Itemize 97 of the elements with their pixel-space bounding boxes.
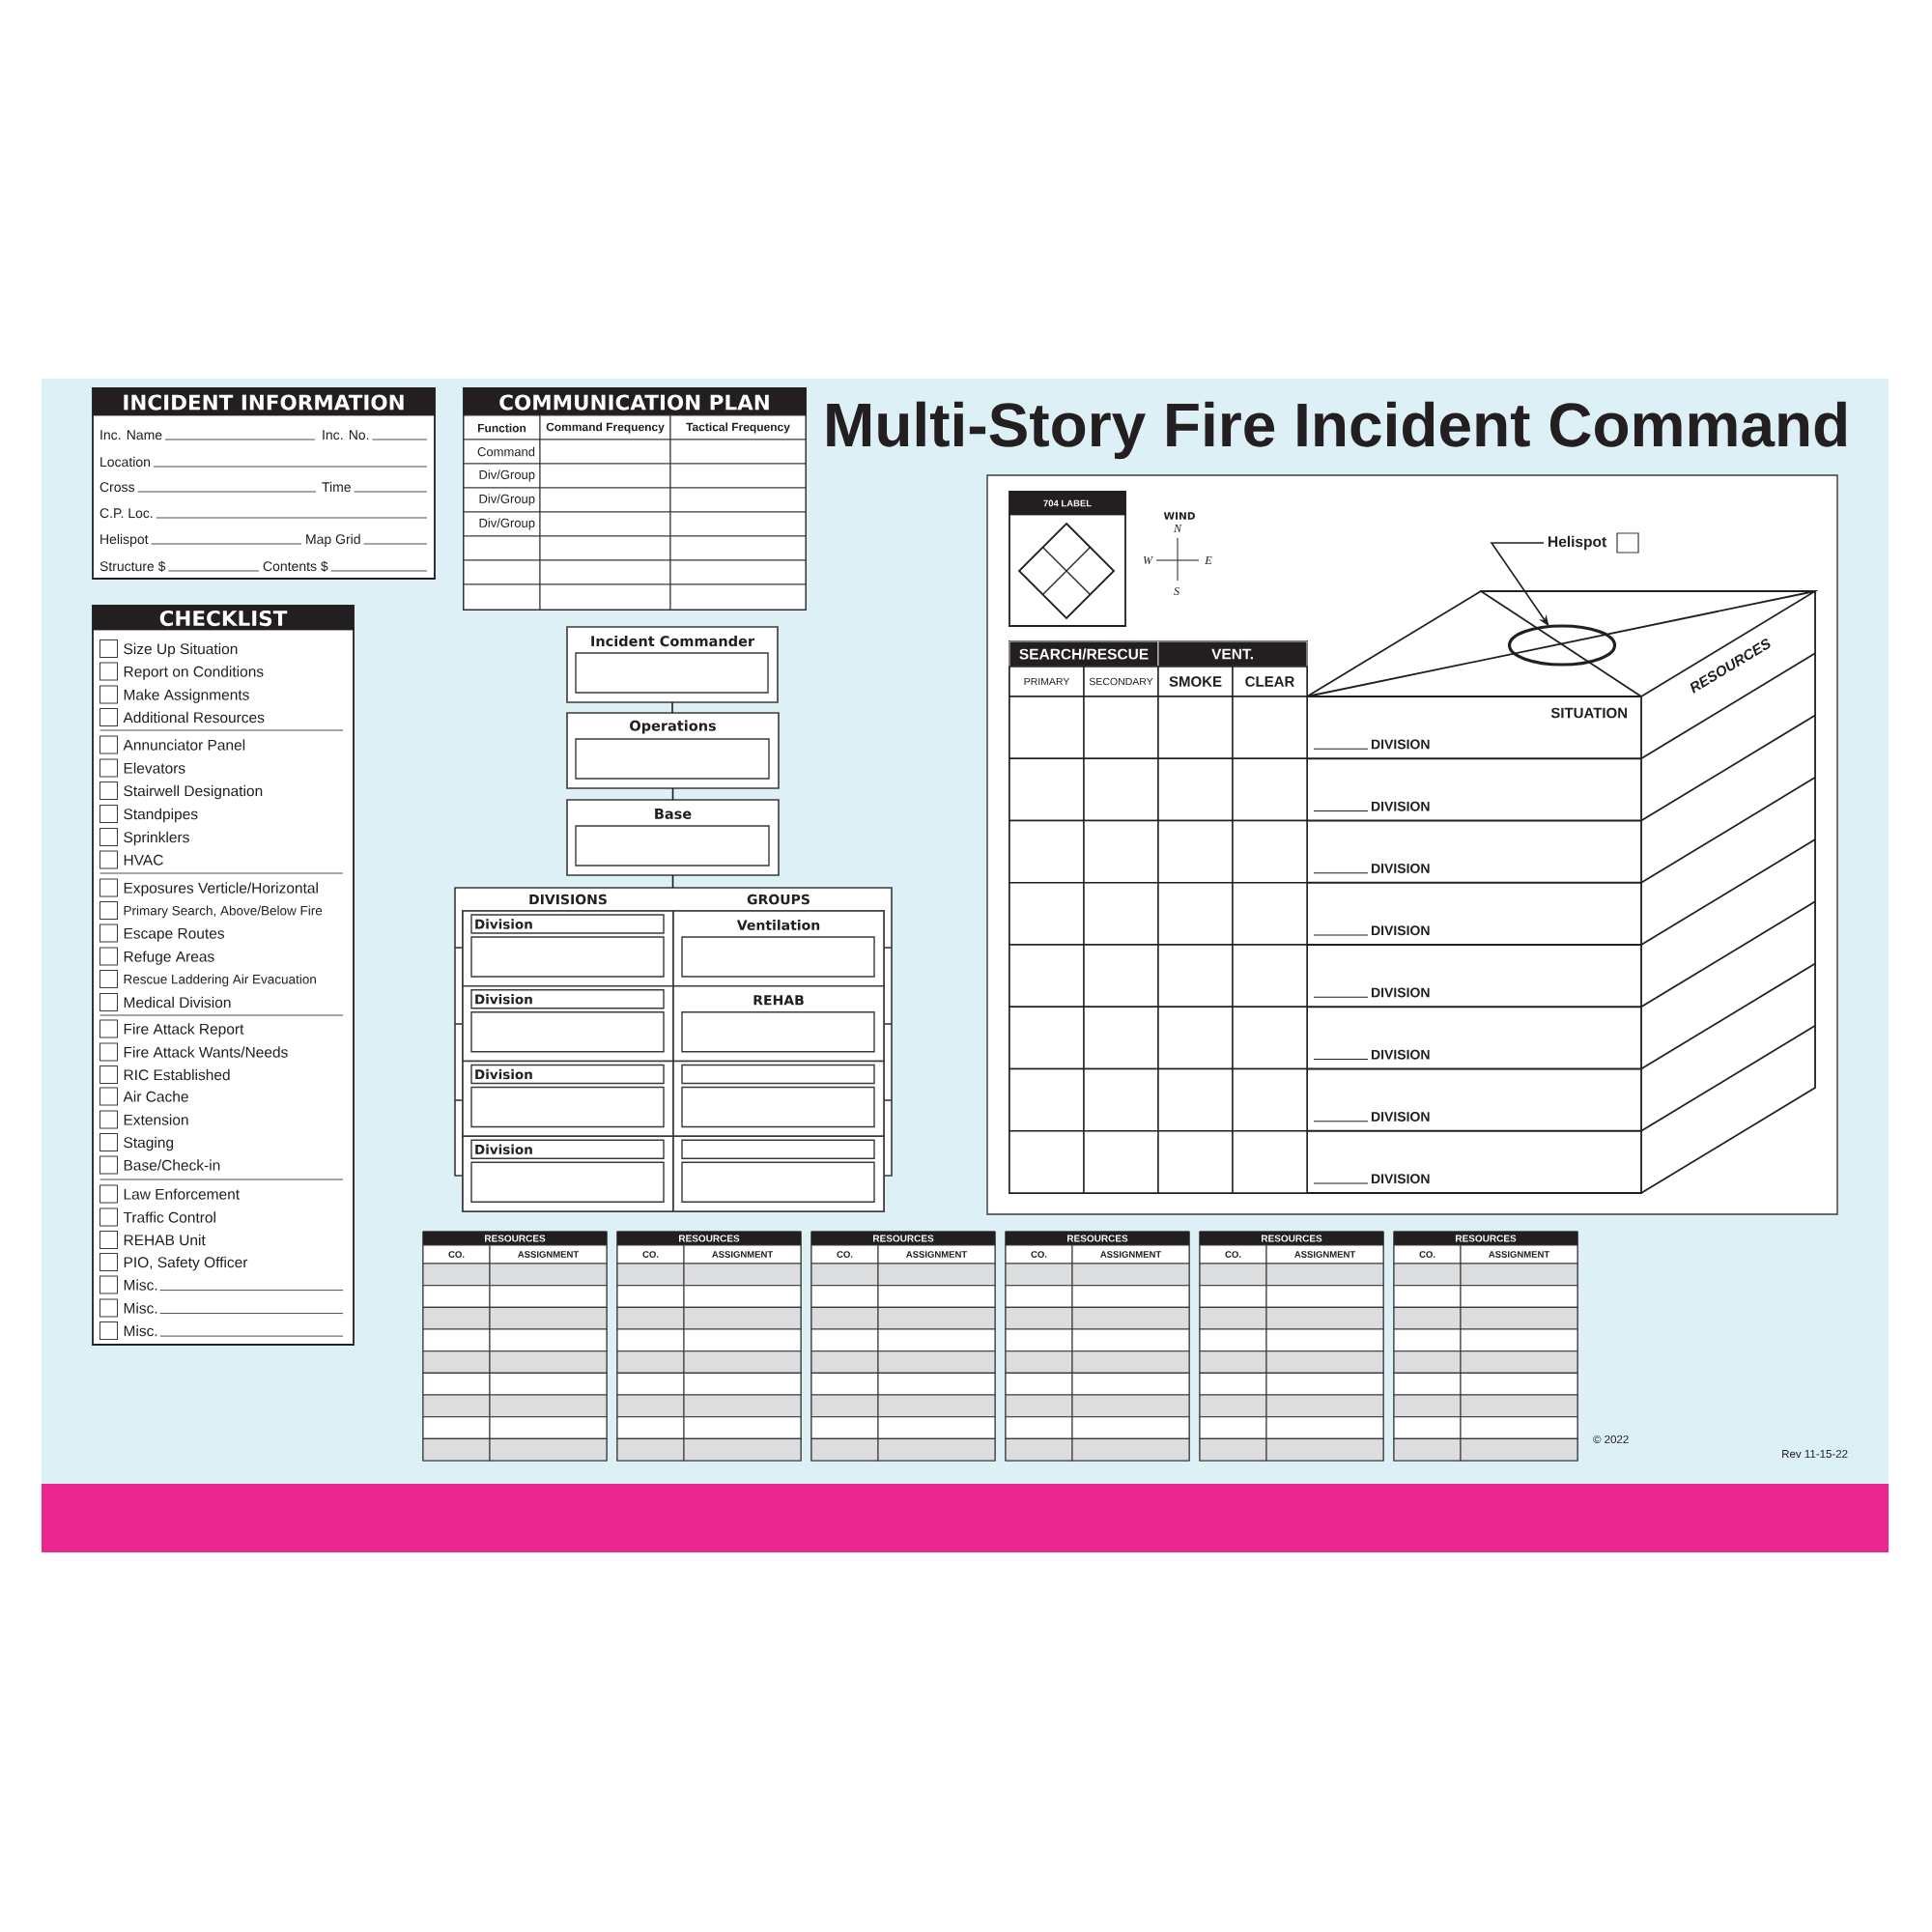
- division-field: Division: [470, 914, 665, 934]
- division-field: Division: [470, 989, 665, 1009]
- field-label: Map Grid: [306, 533, 360, 547]
- header-bar: VENT.: [1157, 640, 1308, 668]
- checklist-item: Base/Check-in: [124, 1159, 220, 1171]
- field-label: Time: [322, 481, 351, 493]
- row-label: Div/Group: [463, 463, 541, 489]
- connector-line: [671, 874, 674, 889]
- row-label: Div/Group: [463, 511, 541, 537]
- field-label: DIVISION: [1371, 1174, 1430, 1184]
- column-header: Function: [463, 414, 541, 440]
- checklist-item: Make Assignments: [124, 689, 249, 703]
- checklist-item: REHAB Unit: [124, 1234, 206, 1246]
- column-header: CLEAR: [1232, 666, 1308, 697]
- checklist-item: Medical Division: [124, 996, 231, 1009]
- field-label: Location: [100, 456, 150, 468]
- connector-line: [671, 787, 674, 801]
- column-header: ASSIGNMENT: [877, 1244, 996, 1264]
- checklist-item: Misc.: [124, 1279, 157, 1291]
- header-bar: INCIDENT INFORMATION: [92, 387, 436, 416]
- checklist-item: RIC Established: [124, 1068, 230, 1081]
- field-label: Inc. Name: [100, 430, 162, 440]
- header-bar: RESOURCES: [1199, 1231, 1384, 1246]
- division-field: Division: [470, 1139, 665, 1159]
- checklist-item: Staging: [124, 1136, 174, 1151]
- ring-marker: [1507, 624, 1617, 667]
- header-bar: RESOURCES: [1393, 1231, 1578, 1246]
- building-label: SITUATION: [1550, 707, 1627, 719]
- column-header: PRIMARY: [1009, 666, 1085, 697]
- field-label: Inc. No.: [323, 430, 369, 440]
- field-label: DIVISION: [1371, 801, 1430, 811]
- checklist-item: Fire Attack Report: [124, 1023, 244, 1037]
- header-bar: SEARCH/RESCUE: [1009, 640, 1159, 668]
- checklist-item: Standpipes: [124, 808, 198, 823]
- footnote: © 2022: [1593, 1435, 1629, 1444]
- column-header: Command Frequency: [539, 414, 671, 440]
- checklist-item: Refuge Areas: [124, 951, 214, 965]
- field-label: DIVISION: [1371, 925, 1430, 936]
- compass-label: WIND: [1163, 512, 1195, 520]
- row-label: Div/Group: [463, 487, 541, 513]
- column-header: ASSIGNMENT: [1265, 1244, 1384, 1264]
- checklist-item: Sprinklers: [124, 831, 189, 846]
- compass-letter: N: [1173, 525, 1182, 532]
- column-heading: DIVISIONS: [529, 894, 607, 905]
- checklist-item: Traffic Control: [123, 1211, 215, 1223]
- checklist-item: Report on Conditions: [124, 666, 264, 680]
- field-label: Structure $: [99, 560, 166, 572]
- header-bar: RESOURCES: [810, 1231, 996, 1246]
- title: Multi-Story Fire Incident Command: [827, 401, 1846, 460]
- field-label: Cross: [99, 482, 135, 493]
- column-header: ASSIGNMENT: [489, 1244, 608, 1264]
- column-header: ASSIGNMENT: [1460, 1244, 1578, 1264]
- column-header: ASSIGNMENT: [683, 1244, 802, 1264]
- row-label: Command: [463, 439, 541, 465]
- field-label: DIVISION: [1371, 864, 1430, 873]
- header-bar: RESOURCES: [422, 1231, 608, 1246]
- header-bar: RESOURCES: [1005, 1231, 1190, 1246]
- checklist-item: Stairwell Designation: [124, 784, 263, 800]
- checklist-item: Elevators: [124, 762, 185, 774]
- division-field: Division: [470, 1064, 665, 1085]
- checklist-item: Annunciator Panel: [123, 739, 245, 751]
- compass-letter: S: [1174, 586, 1179, 596]
- checklist-item: Primary Search, Above/Below Fire: [124, 905, 323, 919]
- field-label: DIVISION: [1371, 1049, 1430, 1060]
- checklist-item: PIO, Safety Officer: [124, 1256, 248, 1271]
- header-bar: CHECKLIST: [92, 605, 355, 631]
- compass-letter: W: [1143, 555, 1153, 565]
- checklist-item: Extension: [124, 1114, 188, 1125]
- checklist-item: Exposures Verticle/Horizontal: [124, 882, 318, 896]
- header-bar: COMMUNICATION PLAN: [463, 387, 807, 416]
- field-label: DIVISION: [1371, 739, 1430, 750]
- connector-line: [671, 701, 673, 714]
- callout-label: Helispot: [1548, 535, 1606, 551]
- column-header: Tactical Frequency: [669, 414, 807, 440]
- checklist-item: Escape Routes: [124, 927, 225, 942]
- header-bar: RESOURCES: [616, 1231, 802, 1246]
- field-label: DIVISION: [1371, 987, 1430, 998]
- checklist-item: Misc.: [124, 1324, 157, 1337]
- checklist-item: HVAC: [124, 854, 163, 866]
- column-header: ASSIGNMENT: [1071, 1244, 1190, 1264]
- field-label: Helispot: [100, 533, 149, 547]
- checklist-item: Law Enforcement: [124, 1188, 240, 1200]
- field-label: Contents $: [263, 560, 328, 572]
- checklist-item: Additional Resources: [123, 711, 265, 724]
- field-label: DIVISION: [1371, 1112, 1430, 1122]
- field-label: C.P. Loc.: [99, 508, 153, 519]
- header-bar: 704 LABEL: [1009, 491, 1126, 516]
- checklist-item: Misc.: [124, 1302, 157, 1314]
- checklist-item: Rescue Laddering Air Evacuation: [124, 974, 316, 987]
- checklist-item: Fire Attack Wants/Needs: [124, 1046, 288, 1058]
- column-header: SECONDARY: [1083, 666, 1159, 697]
- checklist-item: Air Cache: [123, 1091, 188, 1102]
- column-header: SMOKE: [1157, 666, 1234, 697]
- checklist-item: Size Up Situation: [124, 642, 238, 658]
- footnote: Rev 11-15-22: [1782, 1449, 1848, 1459]
- column-heading: GROUPS: [747, 894, 810, 905]
- compass-letter: E: [1205, 556, 1212, 564]
